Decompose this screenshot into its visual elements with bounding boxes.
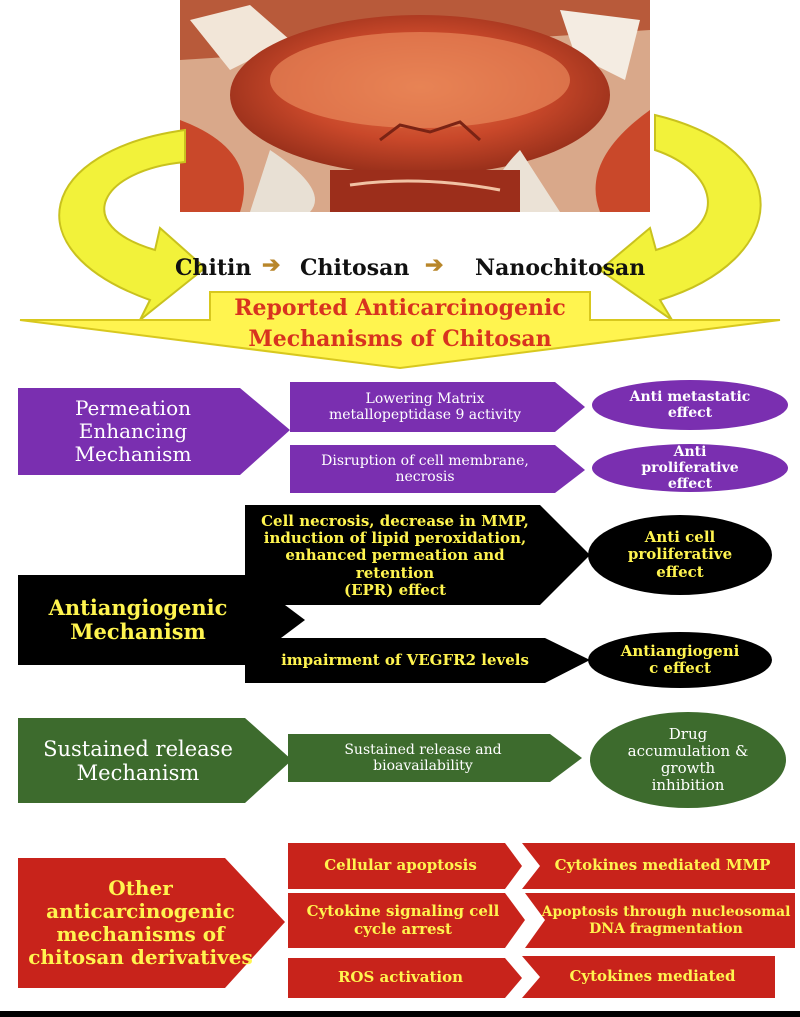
other-mechanism-3: ROS activation xyxy=(337,968,464,987)
antiangiogenic-mechanism-2: impairment of VEGFR2 levels xyxy=(281,651,529,670)
chain-chitin: Chitin xyxy=(175,255,252,281)
banner-title-line1: Reported Anticarcinogenic xyxy=(234,295,566,322)
other-effect-3: Cytokines mediated xyxy=(569,967,736,986)
left-cycle-arrow xyxy=(58,128,207,321)
antiangiogenic-section xyxy=(18,505,772,688)
other-mechanism-1: Cellular apoptosis xyxy=(324,856,477,875)
banner-title-line2: Mechanisms of Chitosan xyxy=(248,326,552,353)
permeation-section xyxy=(18,380,788,493)
chain-arrow-icon: ➔ xyxy=(425,252,444,278)
other-section xyxy=(18,843,795,998)
other-effect-1: Cytokines mediated MMP xyxy=(554,856,771,875)
sustained-section xyxy=(18,712,786,808)
antiangiogenic-mechanism-1: Cell necrosis, decrease in MMP,induction… xyxy=(261,511,529,599)
permeation-mechanism-2: Disruption of cell membrane,necrosis xyxy=(321,452,529,485)
right-cycle-arrow xyxy=(598,113,762,321)
crab-photo xyxy=(180,0,650,212)
bottom-border xyxy=(0,1011,800,1017)
chain-nanochitosan: Nanochitosan xyxy=(475,255,646,281)
banner-arrow xyxy=(19,291,781,370)
chain-chitosan: Chitosan xyxy=(300,255,410,281)
chain-arrow-icon: ➔ xyxy=(262,252,281,278)
